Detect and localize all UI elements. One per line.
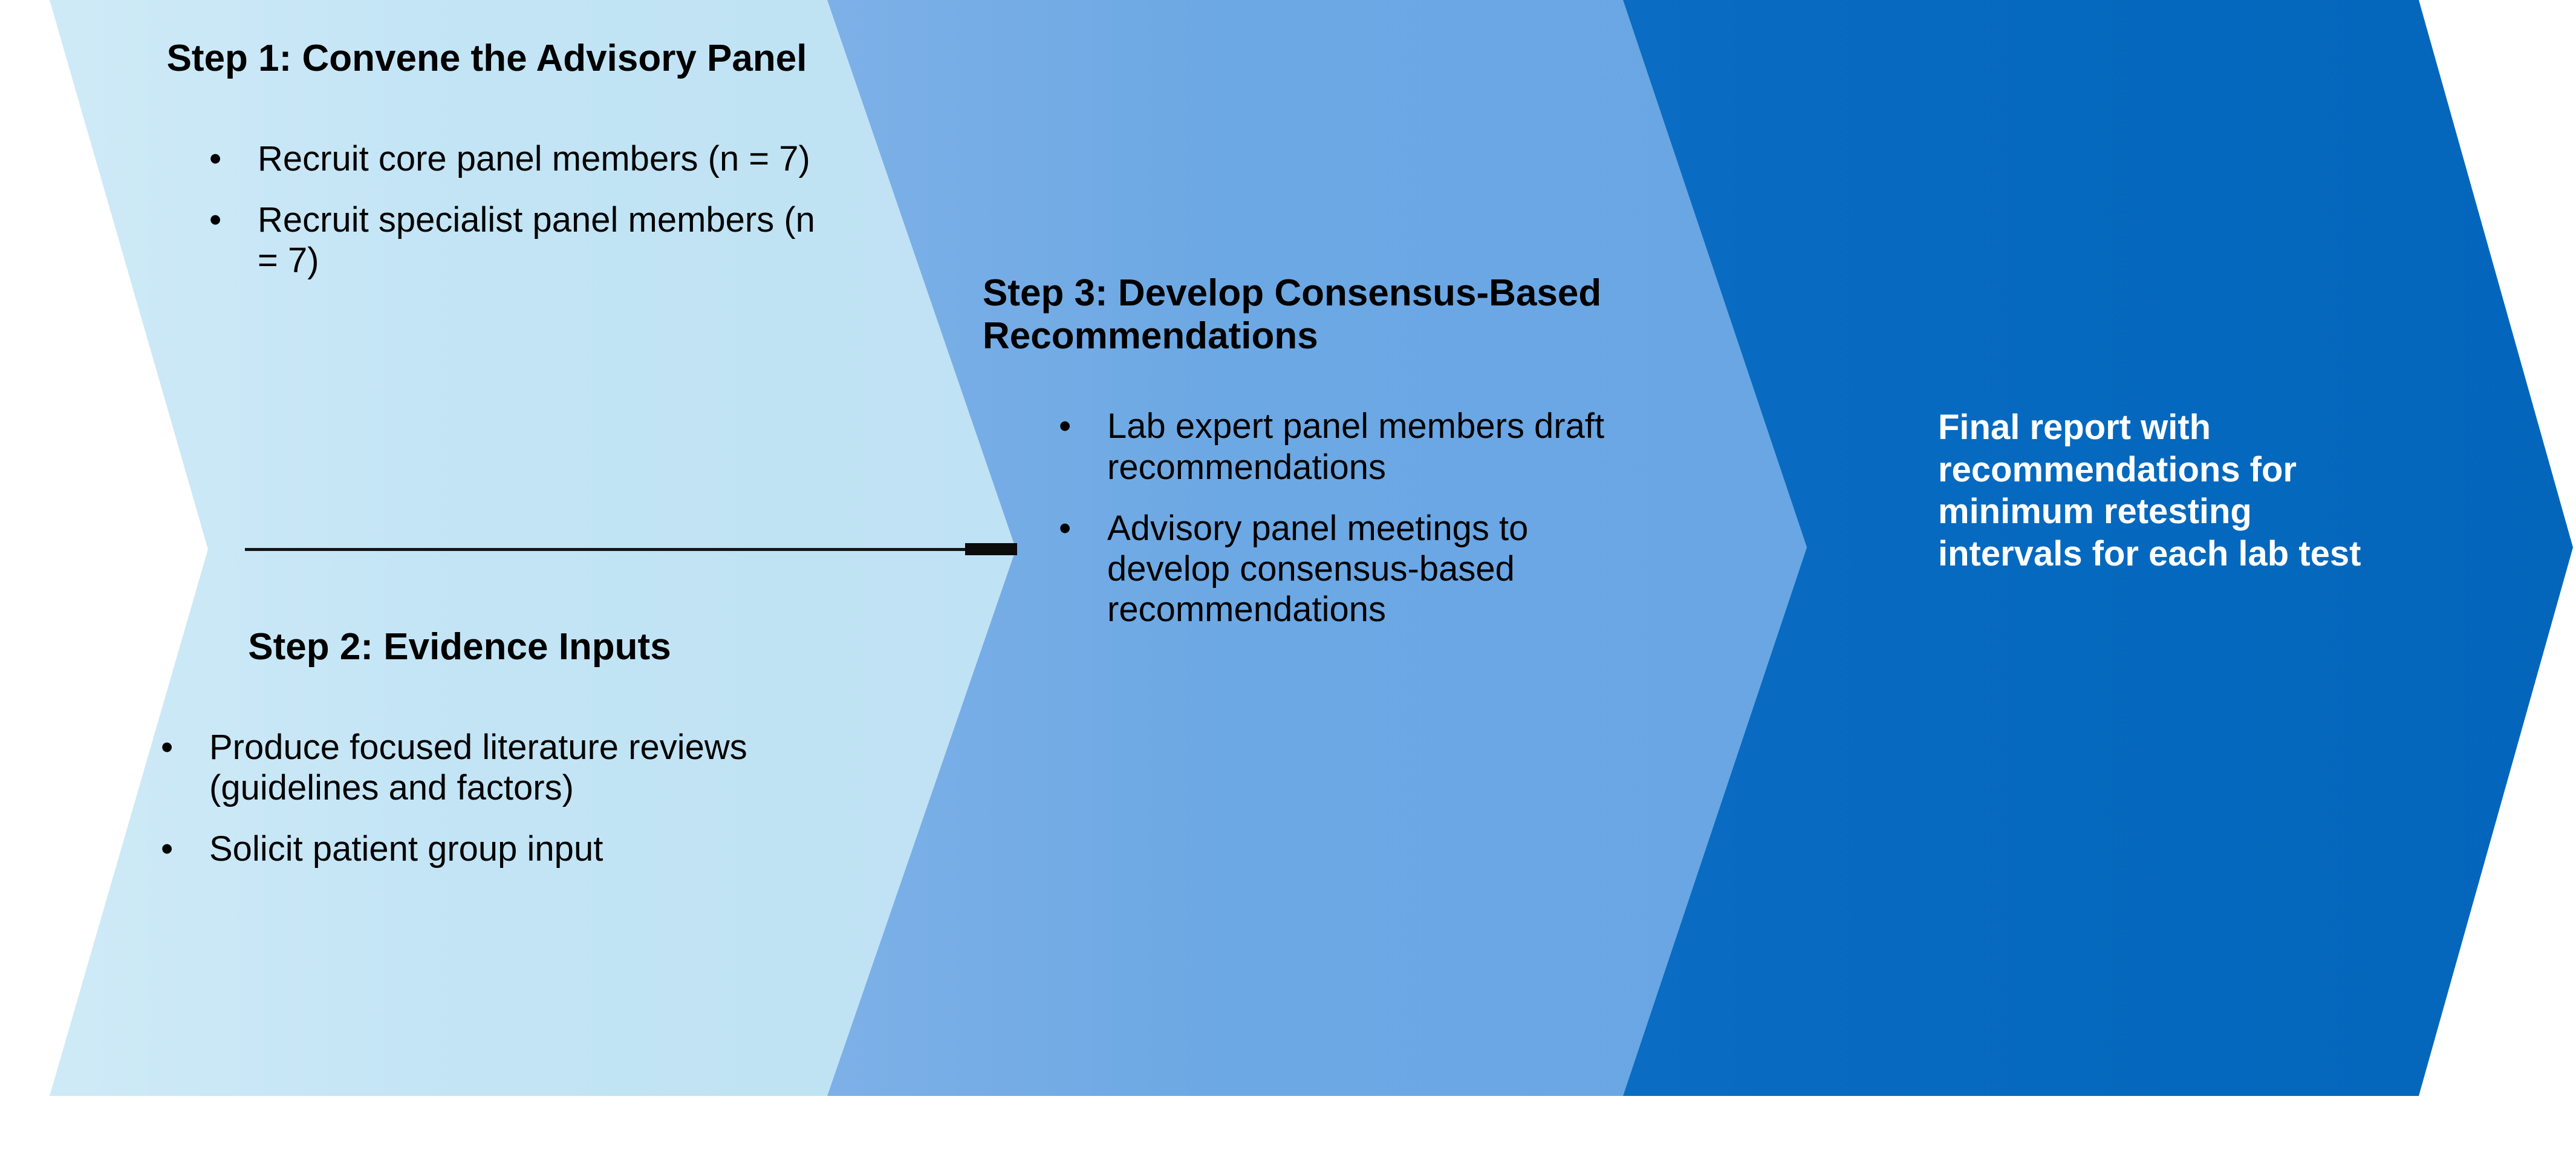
step-3-bullet-2-text: Advisory panel meetings to develop conse… <box>1107 508 1529 630</box>
step-divider-endcap <box>965 543 1017 555</box>
step-1-bullet-2-text: Recruit specialist panel members (n = 7) <box>258 200 815 281</box>
step-3-bullet-1-text: Lab expert panel members draft recommend… <box>1107 406 1605 487</box>
step-2-bullet-2: • Solicit patient group input <box>151 829 828 869</box>
step-1-bullet-1: • Recruit core panel members (n = 7) <box>200 139 828 179</box>
step-1-bullet-2: • Recruit specialist panel members (n = … <box>200 200 828 281</box>
bullet-icon: • <box>1059 406 1072 446</box>
step-1-bullet-list: • Recruit core panel members (n = 7) • R… <box>139 139 828 281</box>
step-divider-line <box>245 548 1016 551</box>
step-2-heading: Step 2: Evidence Inputs <box>248 626 671 668</box>
step-3-heading: Step 3: Develop Consensus-Based Recommen… <box>983 272 1602 357</box>
bullet-icon: • <box>209 200 222 240</box>
chevron-stage-2 <box>827 0 1807 1096</box>
step-2-section: Step 2: Evidence Inputs • Produce focuse… <box>109 626 907 869</box>
bullet-icon: • <box>209 139 222 178</box>
step-2-bullet-1: • Produce focused literature reviews (gu… <box>151 727 828 809</box>
outcome-text: Final report with recommendations for mi… <box>1938 408 2361 573</box>
step-2-bullet-1-text: Produce focused literature reviews (guid… <box>209 727 747 807</box>
step-3-bullet-list: • Lab expert panel members draft recomme… <box>983 406 1654 630</box>
step-2-bullet-2-text: Solicit patient group input <box>209 829 603 869</box>
bullet-icon: • <box>161 727 174 767</box>
bullet-icon: • <box>1059 508 1072 548</box>
chevron-stage-3 <box>1623 0 2573 1096</box>
bullet-icon: • <box>161 829 174 869</box>
step-1-heading: Step 1: Convene the Advisory Panel <box>166 37 807 79</box>
step-1-bullet-1-text: Recruit core panel members (n = 7) <box>258 139 810 178</box>
outcome-section: Final report with recommendations for mi… <box>1938 406 2440 575</box>
step-3-bullet-2: • Advisory panel meetings to develop con… <box>1049 508 1654 630</box>
step-2-bullet-list: • Produce focused literature reviews (gu… <box>109 727 828 870</box>
step-1-section: Step 1: Convene the Advisory Panel • Rec… <box>139 37 883 281</box>
step-3-section: Step 3: Develop Consensus-Based Recommen… <box>983 272 1702 630</box>
step-3-bullet-1: • Lab expert panel members draft recomme… <box>1049 406 1654 487</box>
